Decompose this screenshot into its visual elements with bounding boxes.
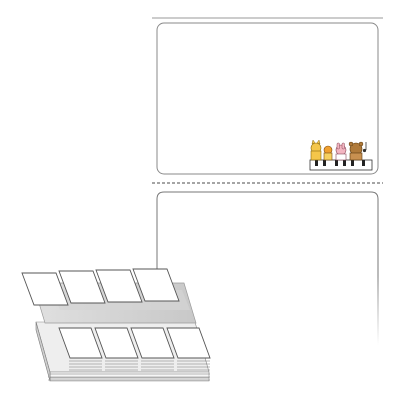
- stack-label: [94, 327, 139, 359]
- stack-side: [35, 321, 51, 382]
- stack-label: [132, 268, 180, 302]
- stack-label: [58, 270, 106, 304]
- stack-label: [58, 327, 103, 359]
- stack-top-labels: [21, 268, 180, 306]
- stack-label: [21, 272, 69, 306]
- stack-label: [95, 269, 143, 303]
- label-sheet: [151, 17, 384, 345]
- stack-edge-lines: [48, 360, 210, 381]
- label-1: [156, 22, 379, 175]
- folded-label-stack-icon: [21, 268, 211, 382]
- cartoon-animals-icon: [309, 139, 373, 171]
- stack-label: [130, 327, 175, 359]
- label-2: [156, 191, 379, 345]
- stack-label: [166, 327, 211, 359]
- stack-front-labels: [58, 327, 211, 359]
